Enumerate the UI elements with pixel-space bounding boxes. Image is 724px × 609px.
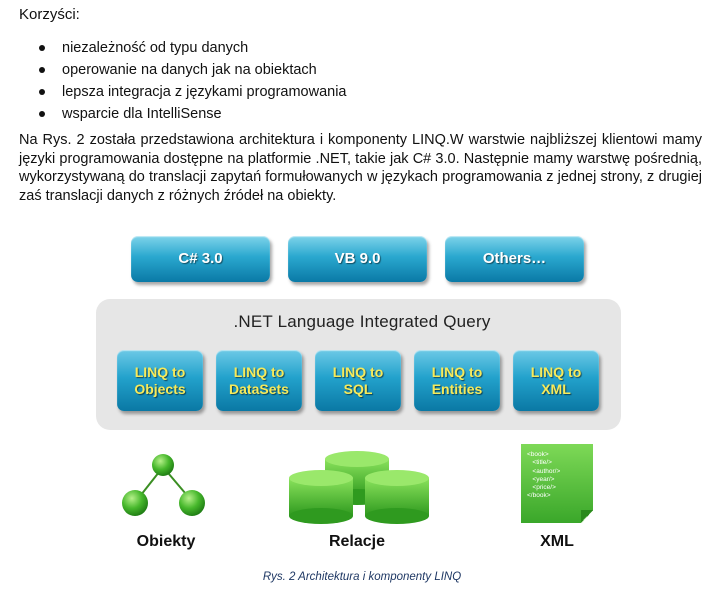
figure-caption: Rys. 2 Architektura i komponenty LINQ: [262, 571, 462, 583]
provider-line2: Objects: [134, 380, 186, 397]
list-item: wsparcie dla IntelliSense: [38, 103, 347, 125]
provider-linq-datasets: LINQ to DataSets: [216, 350, 302, 411]
heading: Korzyści:: [19, 6, 80, 23]
source-label-objects: Obiekty: [136, 533, 196, 550]
provider-linq-objects: LINQ to Objects: [117, 350, 203, 411]
provider-line1: LINQ to: [134, 363, 186, 380]
linq-panel-title: .NET Language Integrated Query: [233, 312, 491, 331]
page-fold: [581, 510, 593, 523]
provider-linq-xml: LINQ to XML: [513, 350, 599, 411]
provider-line1: LINQ to: [332, 363, 384, 380]
provider-line2: Entities: [431, 380, 483, 397]
provider-line1: LINQ to: [431, 363, 483, 380]
provider-line2: XML: [541, 380, 571, 397]
provider-linq-entities: LINQ to Entities: [414, 350, 500, 411]
language-box-csharp: C# 3.0: [131, 236, 270, 282]
language-box-others: Others…: [445, 236, 584, 282]
list-item: lepsza integracja z językami programowan…: [38, 81, 347, 103]
list-item: niezależność od typu danych: [38, 37, 347, 59]
list-item: operowanie na danych jak na obiektach: [38, 59, 347, 81]
object-tree-icon: [122, 454, 205, 516]
xml-document-icon: <book> <title/> <author/> <year/> <price…: [521, 444, 593, 523]
provider-line1: LINQ to: [530, 363, 582, 380]
provider-line2: SQL: [343, 380, 373, 397]
benefits-list: niezależność od typu danych operowanie n…: [38, 37, 347, 125]
xml-snippet: <book> <title/> <author/> <year/> <price…: [527, 451, 561, 500]
provider-linq-sql: LINQ to SQL: [315, 350, 401, 411]
body-paragraph: Na Rys. 2 została przedstawiona architek…: [19, 132, 702, 204]
provider-line2: DataSets: [229, 380, 289, 397]
source-label-xml: XML: [540, 533, 574, 550]
provider-line1: LINQ to: [233, 363, 285, 380]
source-label-relations: Relacje: [328, 533, 386, 550]
language-box-vb: VB 9.0: [288, 236, 427, 282]
database-icon: [289, 451, 429, 524]
